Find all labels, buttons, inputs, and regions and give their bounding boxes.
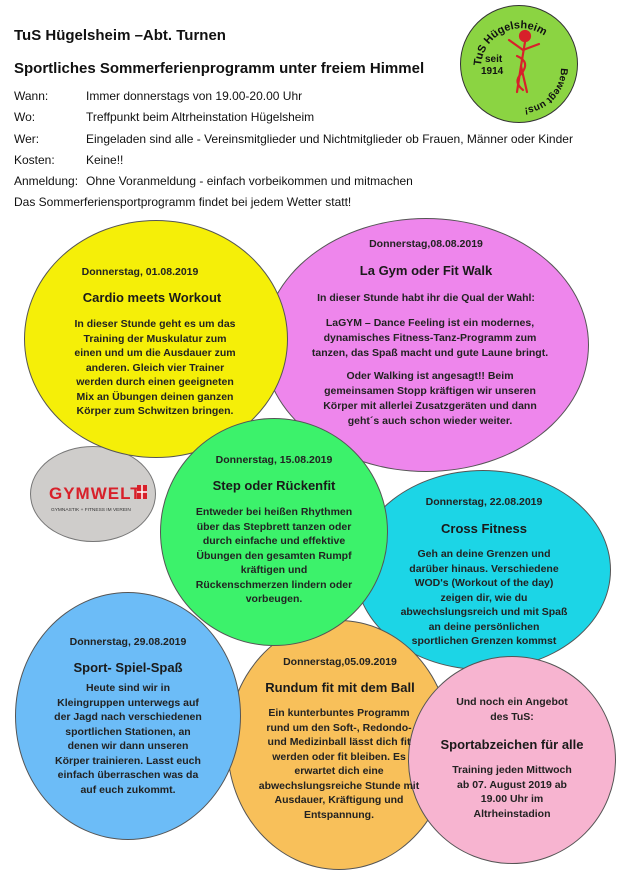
event-description-lagym: LaGYM – Dance Feeling ist ein modernes,d… bbox=[311, 317, 549, 359]
gymwelt-logo: GYMWELT GYMNASTIK + FITNESS IM VEREIN bbox=[30, 446, 156, 542]
event-bubble-2208 bbox=[355, 470, 611, 670]
event-title: Cross Fitness bbox=[441, 521, 527, 536]
event-date: Donnerstag, 29.08.2019 bbox=[69, 636, 187, 648]
info-key: Wann: bbox=[14, 89, 49, 103]
event-bubble-1508 bbox=[160, 418, 388, 646]
tus-slogan: Bewegt uns! bbox=[524, 68, 569, 116]
info-value: Eingeladen sind alle - Vereinsmitglieder… bbox=[86, 132, 573, 146]
event-bubble-sportabzeichen bbox=[408, 656, 616, 864]
info-key: Kosten: bbox=[14, 153, 55, 167]
event-bubble-2908 bbox=[15, 592, 241, 840]
event-title: La Gym oder Fit Walk bbox=[359, 263, 493, 278]
org-title: TuS Hügelsheim –Abt. Turnen bbox=[14, 27, 226, 44]
event-date: Donnerstag,08.08.2019 bbox=[369, 238, 483, 250]
info-row-when: Wann: Immer donnerstags von 19.00-20.00 U… bbox=[14, 89, 302, 103]
info-value: Treffpunkt beim Altrheinstation Hügelshe… bbox=[86, 110, 315, 124]
info-row-cost: Kosten: Keine!! bbox=[14, 153, 123, 167]
gymwelt-tagline: GYMNASTIK + FITNESS IM VEREIN bbox=[51, 507, 131, 513]
info-row-where: Wo: Treffpunkt beim Altrheinstation Hügel… bbox=[14, 110, 314, 124]
event-title: Rundum fit mit dem Ball bbox=[265, 680, 415, 695]
info-value: Immer donnerstags von 19.00-20.00 Uhr bbox=[86, 89, 303, 103]
gymnast-icon bbox=[507, 29, 541, 94]
event-title: Step oder Rückenfit bbox=[212, 478, 336, 493]
info-key: Wo: bbox=[14, 110, 36, 124]
tus-logo-graphic: TuS Hügelsheim Bewegt uns! seit 1914 bbox=[472, 19, 569, 116]
event-date: Donnerstag, 22.08.2019 bbox=[425, 496, 543, 508]
info-value: Ohne Voranmeldung - einfach vorbeikommen… bbox=[86, 174, 413, 188]
tus-logo: TuS Hügelsheim Bewegt uns! seit 1914 bbox=[460, 5, 578, 123]
event-date: Donnerstag, 15.08.2019 bbox=[215, 454, 333, 466]
tus-year: 1914 bbox=[481, 66, 504, 77]
info-key: Wer: bbox=[14, 132, 40, 146]
event-title: Sportabzeichen für alle bbox=[440, 737, 584, 752]
info-row-who: Wer: Eingeladen sind alle - Vereinsmitgli… bbox=[14, 132, 573, 146]
event-intro: In dieser Stunde habt ihr die Qual der W… bbox=[317, 292, 535, 304]
event-bubble-0108 bbox=[24, 220, 288, 458]
tus-ring-text: TuS Hügelsheim bbox=[472, 19, 549, 66]
weather-note: Das Sommerferiensportprogramm findet bei… bbox=[14, 195, 352, 209]
tus-year-label: seit bbox=[485, 54, 503, 65]
event-date: Donnerstag,05.09.2019 bbox=[283, 656, 397, 668]
info-row-registration: Anmeldung: Ohne Voranmeldung - einfach vo… bbox=[14, 174, 413, 188]
info-value: Keine!! bbox=[86, 153, 124, 167]
event-date: Donnerstag, 01.08.2019 bbox=[81, 266, 199, 278]
event-title: Cardio meets Workout bbox=[82, 290, 222, 305]
dtb-flag-icon bbox=[137, 485, 147, 499]
info-key: Anmeldung: bbox=[14, 174, 79, 188]
program-title: Sportliches Sommerferienprogramm unter f… bbox=[14, 60, 425, 77]
gymwelt-logo-graphic: GYMWELT GYMNASTIK + FITNESS IM VEREIN bbox=[49, 484, 147, 513]
event-title: Sport- Spiel-Spaß bbox=[73, 660, 183, 675]
gymwelt-brand: GYMWELT bbox=[49, 484, 142, 503]
